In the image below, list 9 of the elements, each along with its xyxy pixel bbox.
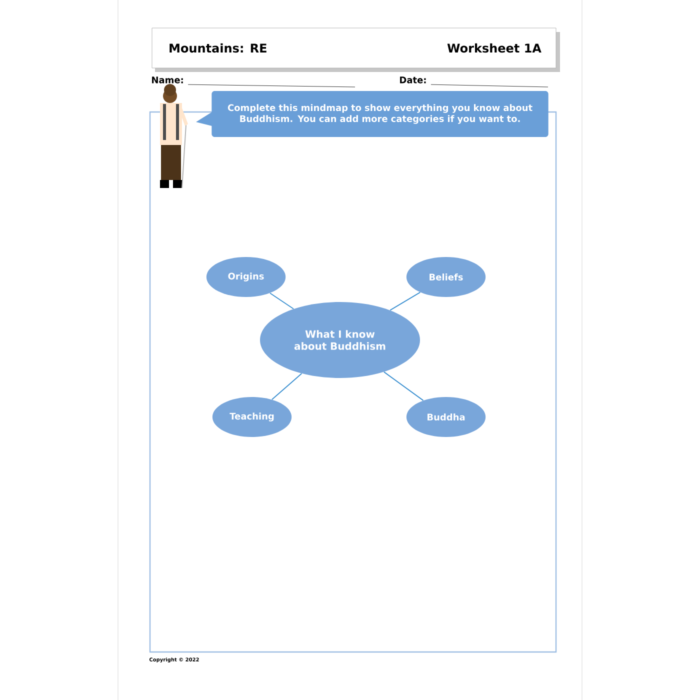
connector-line [270, 292, 294, 310]
connector-line [383, 371, 424, 401]
label: Name: [152, 76, 183, 84]
label: Mountains: RE [170, 43, 266, 53]
connector-line [271, 373, 302, 400]
label: Worksheet 1A [447, 43, 542, 53]
connector-line [390, 292, 421, 311]
speech-bubble: Complete this mindmap to show everything you know about Buddhism. You can add more categories if you want to. [196, 91, 548, 137]
header-bar: Mountains: RE Worksheet 1A [152, 28, 560, 72]
